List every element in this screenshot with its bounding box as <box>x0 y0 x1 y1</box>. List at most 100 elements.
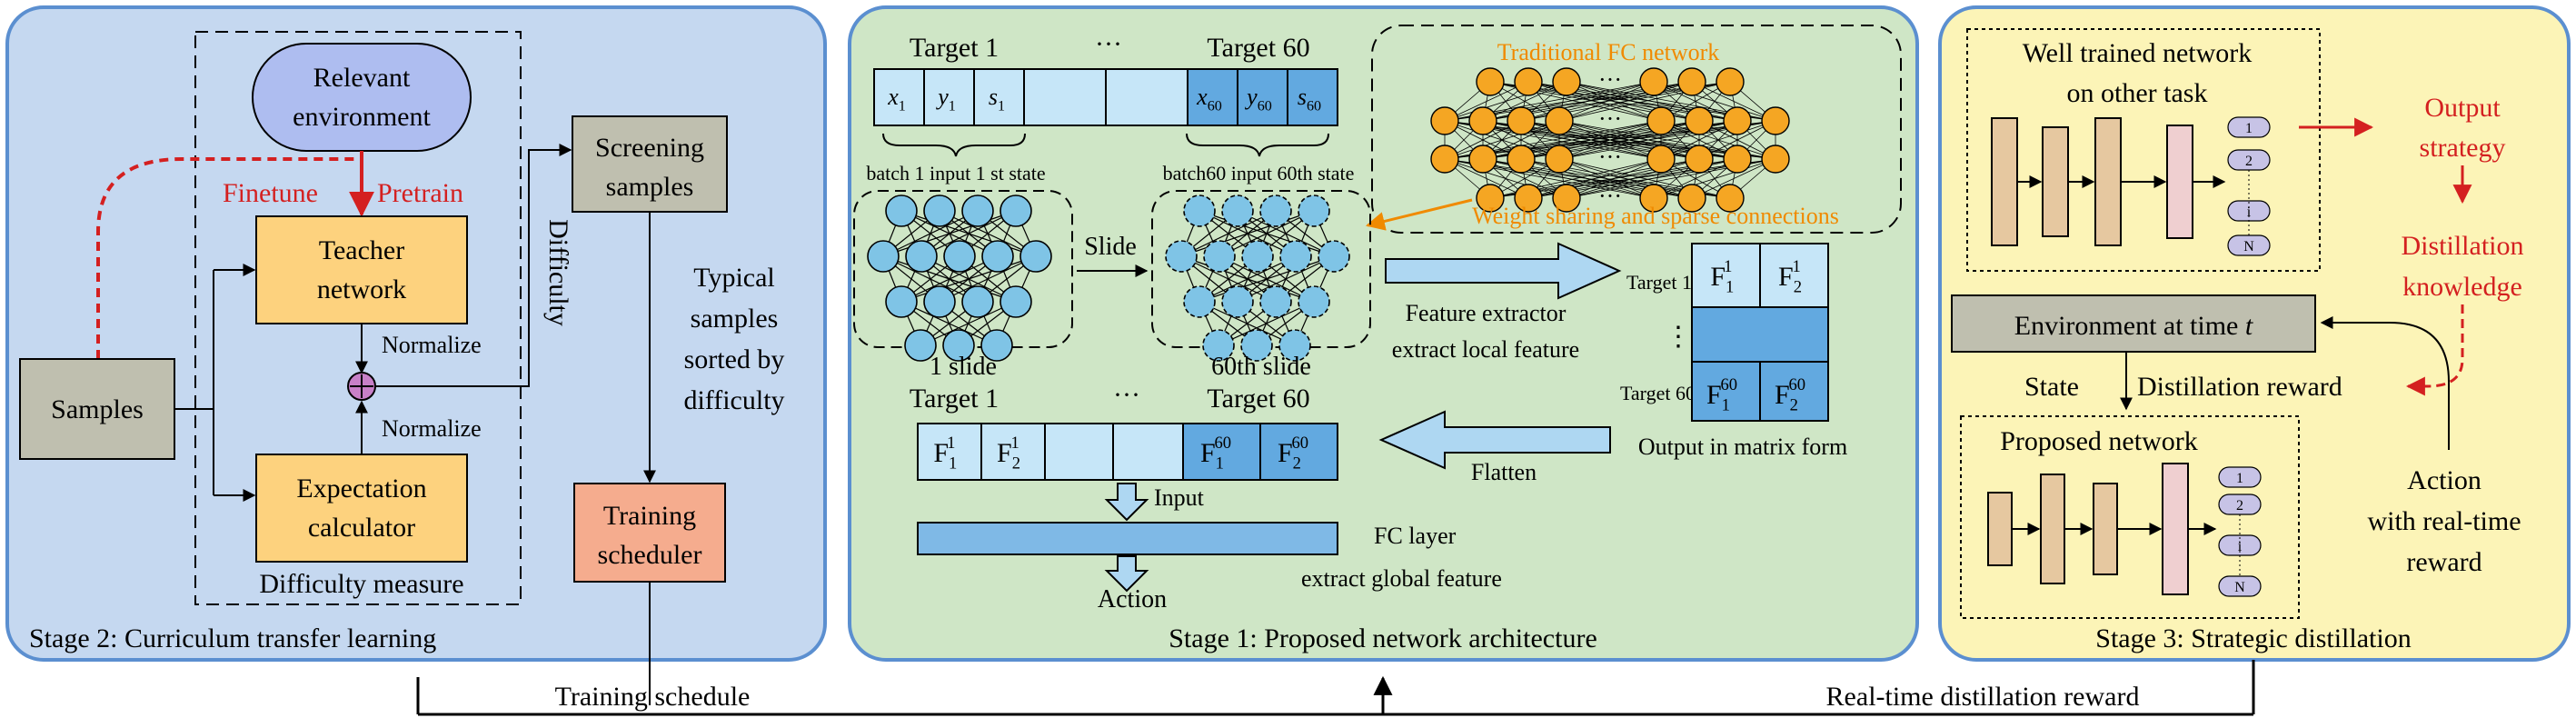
fc-edge <box>1558 158 1655 199</box>
fc-neuron <box>1430 145 1459 174</box>
stage1-caption: Stage 1: Proposed network architecture <box>1169 623 1597 653</box>
fc-neuron <box>1677 67 1706 96</box>
fc-edge <box>1566 81 1700 122</box>
matrix-vdots: ⋮ <box>1665 322 1692 352</box>
relevant-environment-line1: Relevant <box>313 63 411 93</box>
slide60-neuron <box>1279 240 1312 273</box>
matrix-cell <box>1759 361 1829 422</box>
slide1-neuron <box>981 240 1014 273</box>
stage3: Well trained network on other task 12iN … <box>1951 28 2524 653</box>
bottom-output-node-label: N <box>2234 580 2245 595</box>
output-strategy-line2: strategy <box>2420 133 2506 163</box>
slide1-network <box>867 194 1052 362</box>
proposed-output-nodes: 12iN <box>2188 466 2262 597</box>
slide60-neuron <box>1240 329 1273 362</box>
well-trained-network-towers <box>1991 117 2193 246</box>
flat-cell-label-sup: 60 <box>1291 434 1308 453</box>
environment-node <box>1951 294 2316 353</box>
fc-neuron <box>1507 145 1536 174</box>
fc-neuron <box>1716 67 1745 96</box>
slide60-neuron <box>1221 285 1254 318</box>
fc-neuron <box>1514 67 1543 96</box>
flatten-label: Flatten <box>1471 459 1537 485</box>
feature-extractor-arrow <box>1385 242 1622 300</box>
fc-edge <box>1482 81 1567 122</box>
input-cell-label-sub: 60 <box>1307 99 1321 115</box>
slide1-neuron <box>1019 240 1052 273</box>
difficulty-measure-box <box>194 31 522 605</box>
fc-neuron <box>1639 184 1668 213</box>
flat-target60-label: Target 60 <box>1207 384 1309 414</box>
input-gap-cell <box>1105 68 1189 126</box>
input-cell <box>873 68 925 126</box>
slide1-edge <box>900 255 1037 303</box>
matrix-cell-label: F260 <box>1775 375 1805 415</box>
slide1-neuron <box>923 285 956 318</box>
slide60-edge <box>1218 210 1315 257</box>
bottom-output-node-label: 2 <box>2236 498 2243 514</box>
action-reward-line3: reward <box>2406 547 2482 577</box>
training-scheduler-line1: Training <box>603 501 696 531</box>
fc-edge <box>1653 158 1738 199</box>
slide60-neuron <box>1259 194 1292 227</box>
fc-neuron <box>1468 106 1497 135</box>
well-trained-output-nodes: 12iN <box>2193 116 2271 256</box>
difficulty-arrow <box>375 144 572 387</box>
fc-layer-bar <box>917 522 1338 555</box>
fc-neuron <box>1723 145 1752 174</box>
teacher-network-node <box>255 215 468 324</box>
action-down-arrow <box>1104 555 1149 593</box>
well-trained-line1: Well trained network <box>2023 38 2253 68</box>
distillation-reward-label: Distillation reward <box>2137 372 2342 402</box>
fc-edge <box>1691 158 1776 199</box>
slide60-neuron <box>1278 329 1311 362</box>
slide1-neuron <box>904 329 937 362</box>
flat-cell-label-sup: 1 <box>1010 434 1019 453</box>
flat-cell-label-sub: 2 <box>1293 454 1301 474</box>
slide1-neuron <box>885 194 918 227</box>
matrix-cell-label-sub: 2 <box>1794 278 1802 297</box>
fc-edge <box>1566 81 1662 122</box>
flat-cell-label-sup: 60 <box>1214 434 1231 453</box>
flat-cell-label-sub: 1 <box>949 454 957 474</box>
slide1-neuron <box>923 194 956 227</box>
fc-neuron <box>1761 106 1790 135</box>
distillation-knowledge-line2: knowledge <box>2402 272 2522 302</box>
slide1-neuron <box>961 194 994 227</box>
fc-neuron <box>1639 67 1668 96</box>
proposed-network-label: Proposed network <box>2000 426 2197 456</box>
output-strategy-line1: Output <box>2424 93 2501 123</box>
slide60-neuron <box>1298 194 1330 227</box>
slide60-edge <box>1218 301 1315 346</box>
fc-edge <box>1444 120 1560 160</box>
input-cell-label-sub: 1 <box>899 99 906 115</box>
flat-cell <box>917 423 982 481</box>
fc-neuron <box>1646 145 1676 174</box>
slide60-neuron <box>1318 240 1350 273</box>
top-tower-block <box>2094 117 2122 246</box>
top-output-node-label: 1 <box>2245 121 2253 136</box>
fc-edge <box>1520 158 1655 199</box>
flat-cell-label-sub: 2 <box>1012 454 1020 474</box>
proposed-network-box <box>1960 415 2300 619</box>
slide1-edge <box>920 301 1017 346</box>
slide1-neuron <box>885 285 918 318</box>
matrix-cell <box>1759 243 1829 308</box>
fc-neuron <box>1685 106 1714 135</box>
input-cell <box>1287 68 1338 126</box>
fc-neuron <box>1552 184 1581 213</box>
well-trained-line2: on other task <box>2067 78 2208 108</box>
fc-edge <box>1444 81 1529 122</box>
fc-neuron <box>1468 145 1497 174</box>
fc-ellipsis: ··· <box>1598 144 1622 170</box>
typical-samples-line4: difficulty <box>683 385 784 415</box>
matrix-cell <box>1691 361 1761 422</box>
fc-edge <box>1660 120 1776 160</box>
traditional-fc-network: ············ <box>1430 66 1790 213</box>
stage1-target60-label: Target 60 <box>1207 33 1309 63</box>
fc-neuron <box>1761 145 1790 174</box>
bottom-tower-block <box>2162 463 2189 595</box>
